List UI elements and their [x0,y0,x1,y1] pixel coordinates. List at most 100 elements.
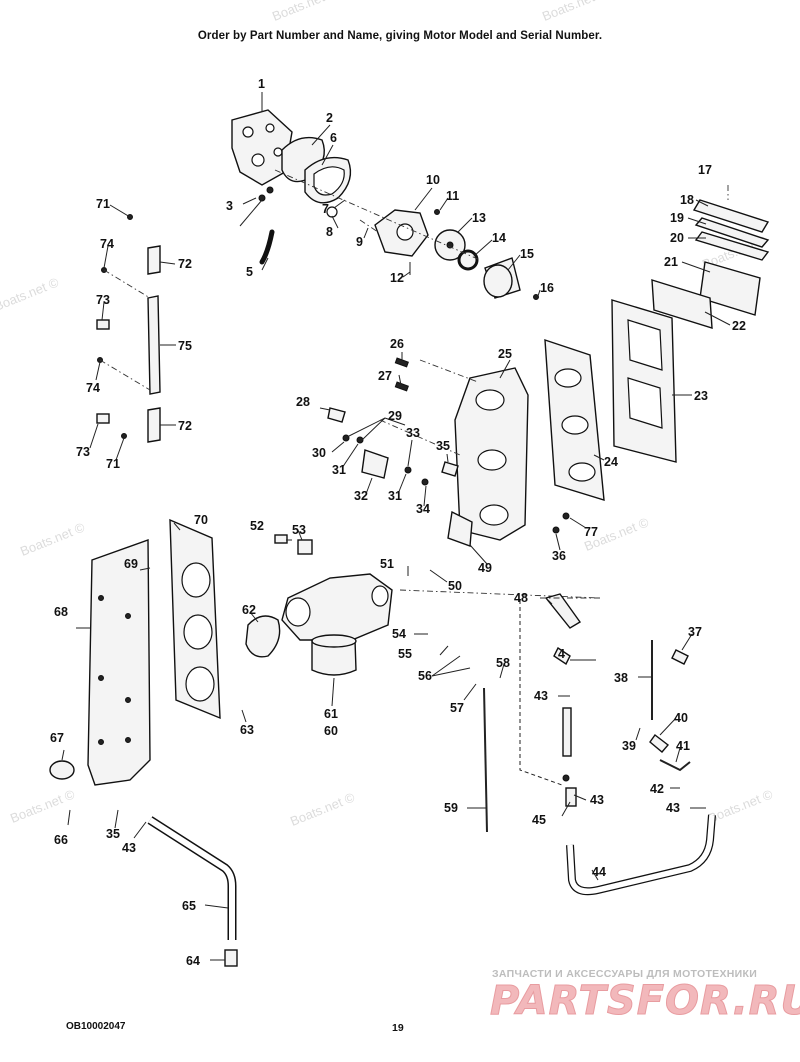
callout-11: 11 [446,189,459,203]
callout-32: 32 [354,489,368,503]
callout-20: 20 [670,231,684,245]
callout-52: 52 [250,519,264,533]
document-code: OB10002047 [66,1021,126,1032]
callout-65: 65 [182,899,196,913]
callout-48: 48 [514,591,528,605]
callout-45: 45 [532,813,546,827]
callout-71a: 71 [96,197,110,211]
callout-73b: 73 [76,445,90,459]
callout-42: 42 [650,782,664,796]
callout-30: 30 [312,446,326,460]
carburetor [245,534,601,676]
callout-43a: 43 [534,689,548,703]
callout-59: 59 [444,801,458,815]
page-number: 19 [392,1022,404,1034]
callout-74a: 74 [100,237,114,251]
page-header: Order by Part Number and Name, giving Mo… [197,30,603,42]
callout-21: 21 [664,255,678,269]
intake-manifold [379,339,605,547]
callout-61: 61 [324,707,338,721]
callout-35a: 35 [436,439,450,453]
callout-31b: 31 [388,489,402,503]
callout-60: 60 [324,724,338,738]
callout-1: 1 [258,77,265,91]
callout-10: 10 [426,173,440,187]
callout-4: 4 [558,647,565,661]
callout-7: 7 [322,202,329,216]
fuel-hoses [147,787,716,967]
callout-66: 66 [54,833,68,847]
manifold-hardware [327,357,570,534]
silencer-cover [49,518,221,786]
callout-35b: 35 [106,827,120,841]
callout-12: 12 [390,271,404,285]
callout-29: 29 [388,409,402,423]
callout-33: 33 [406,426,420,440]
callout-51: 51 [380,557,394,571]
callout-77: 77 [584,525,598,539]
callout-43c: 43 [666,801,680,815]
callout-18: 18 [680,193,694,207]
callout-44: 44 [592,865,606,879]
callout-54: 54 [392,627,406,641]
callout-43d: 43 [122,841,136,855]
callout-27: 27 [378,369,392,383]
callout-40: 40 [674,711,688,725]
promo-logo: PARTSFOR.RU [490,978,800,1025]
callout-75: 75 [178,339,192,353]
callout-6: 6 [330,131,337,145]
reed-valve-assembly [611,185,770,463]
callout-39: 39 [622,739,636,753]
callout-58: 58 [496,656,510,670]
callout-22: 22 [732,319,746,333]
callout-14: 14 [492,231,506,245]
callout-28: 28 [296,395,310,409]
callout-72b: 72 [178,419,192,433]
linkage-rods [483,593,691,833]
leader-lines [61,92,731,961]
callout-5: 5 [246,265,253,279]
callout-9: 9 [356,235,363,249]
callout-24: 24 [604,455,618,469]
promo-caption: ЗАПЧАСТИ И АКСЕССУАРЫ ДЛЯ МОТОТЕХНИКИ [492,968,758,980]
callout-62: 62 [242,603,256,617]
callout-49: 49 [478,561,492,575]
callout-15: 15 [520,247,534,261]
callout-69: 69 [124,557,138,571]
callout-57: 57 [450,701,464,715]
callout-67: 67 [50,731,64,745]
callout-17: 17 [698,163,712,177]
callout-37: 37 [688,625,702,639]
callout-19: 19 [670,211,684,225]
callout-16: 16 [540,281,554,295]
callout-50: 50 [448,579,462,593]
callout-26: 26 [390,337,404,351]
callout-53: 53 [292,523,306,537]
callout-41: 41 [676,739,690,753]
callout-31a: 31 [332,463,346,477]
callout-2: 2 [326,111,333,125]
callout-71b: 71 [106,457,120,471]
fuel-pump-assembly [231,109,539,300]
callout-63: 63 [240,723,254,737]
callout-labels: 1 2 3 4 5 6 7 8 9 10 11 12 13 14 15 16 1… [50,77,746,968]
callout-8: 8 [326,225,333,239]
callout-73a: 73 [96,293,110,307]
callout-74b: 74 [86,381,100,395]
callout-68: 68 [54,605,68,619]
callout-25: 25 [498,347,512,361]
callout-70: 70 [194,513,208,527]
callout-36: 36 [552,549,566,563]
callout-38: 38 [614,671,628,685]
callout-43b: 43 [590,793,604,807]
callout-13: 13 [472,211,486,225]
callout-64: 64 [186,954,200,968]
callout-3: 3 [226,199,233,213]
callout-23: 23 [694,389,708,403]
bracket-assembly [96,214,161,443]
callout-55: 55 [398,647,412,661]
callout-72a: 72 [178,257,192,271]
callout-56: 56 [418,669,432,683]
callout-34: 34 [416,502,430,516]
